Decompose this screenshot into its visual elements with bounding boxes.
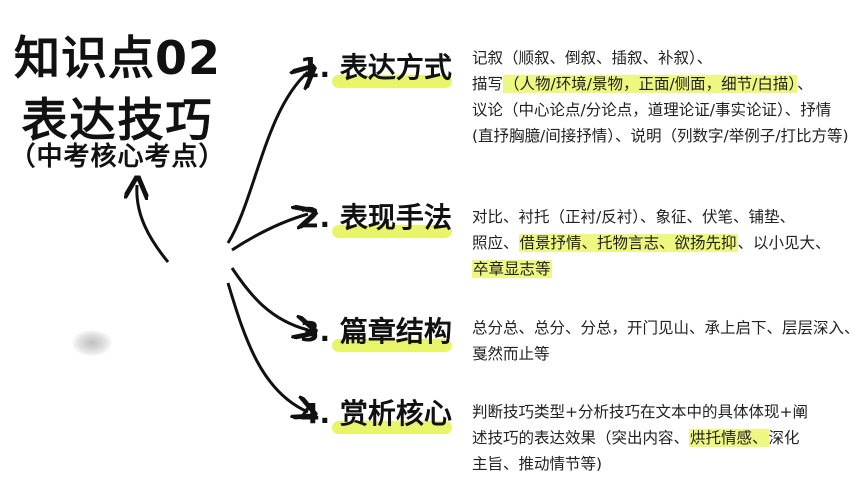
section-2-heading: 2. 表现手法	[300, 200, 452, 238]
body-text: (直抒胸臆/间接抒情）、说明（列数字/举例子/打比方等)	[472, 127, 849, 145]
section-4-heading: 4. 赏析核心	[300, 396, 452, 434]
body-text: 、	[797, 75, 813, 93]
section-1-body: 记叙（顺叙、倒叙、插叙、补叙）、描写（人物/环境/景物，正面/侧面，细节/白描）…	[472, 45, 857, 149]
title-line-3: （中考核心考点）	[9, 142, 226, 172]
body-line: 主旨、推动情节等)	[472, 451, 857, 477]
body-text: 照应、	[472, 234, 519, 252]
heading-highlight	[332, 339, 452, 352]
highlighted-text: （人物/环境/景物，正面/侧面，细节/白描）	[503, 75, 798, 93]
section-3-body: 总分总、总分、分总，开门见山、承上启下、层层深入、戛然而止等	[472, 315, 860, 367]
body-text: 总分总、总分、分总，开门见山、承上启下、层层深入、	[472, 319, 860, 337]
ink-smudge	[72, 330, 112, 356]
section-3-heading: 3. 篇章结构	[300, 314, 452, 352]
arrow-to-section-2	[231, 214, 308, 252]
highlighted-text: 借景抒情、托物言志、欲扬先抑	[518, 234, 738, 252]
body-line: 总分总、总分、分总，开门见山、承上启下、层层深入、	[472, 315, 860, 341]
arrow-to-section-3	[230, 267, 308, 330]
section-4-body: 判断技巧类型+分析技巧在文本中的具体体现+阐述技巧的表达效果（突出内容、烘托情感…	[472, 399, 857, 477]
arrow-to-section-1	[226, 72, 308, 244]
title-line-2: 表达技巧	[21, 93, 214, 147]
body-line: 对比、衬托（正衬/反衬）、象征、伏笔、铺垫、	[472, 204, 857, 230]
body-line: 记叙（顺叙、倒叙、插叙、补叙）、	[472, 45, 857, 71]
heading-highlight	[332, 421, 452, 434]
title-line-1: 知识点02	[13, 31, 221, 85]
section-1-heading: 1. 表达方式	[300, 50, 452, 88]
body-text: 判断技巧类型+分析技巧在文本中的具体体现+阐	[472, 403, 808, 421]
highlighted-text: 卒章显志等	[472, 260, 552, 278]
body-line: 述技巧的表达效果（突出内容、烘托情感、深化	[472, 425, 857, 451]
body-line: (直抒胸臆/间接抒情）、说明（列数字/举例子/打比方等)	[472, 123, 857, 149]
body-line: 判断技巧类型+分析技巧在文本中的具体体现+阐	[472, 399, 857, 425]
body-line: 议论（中心论点/分论点，道理论证/事实论证）、抒情	[472, 97, 857, 123]
section-2-body: 对比、衬托（正衬/反衬）、象征、伏笔、铺垫、照应、借景抒情、托物言志、欲扬先抑、…	[472, 204, 857, 282]
body-text: 议论（中心论点/分论点，道理论证/事实论证）、抒情	[472, 101, 832, 119]
highlighted-text: 烘托情感、	[689, 429, 769, 447]
body-text: 记叙（顺叙、倒叙、插叙、补叙）、	[472, 49, 713, 67]
body-line: 卒章显志等	[472, 256, 857, 282]
body-text: 深化	[768, 429, 800, 447]
body-text: 描写	[472, 75, 504, 93]
body-text: 对比、衬托（正衬/反衬）、象征、伏笔、铺垫、	[472, 208, 795, 226]
heading-highlight	[332, 75, 452, 88]
body-line: 照应、借景抒情、托物言志、欲扬先抑、以小见大、	[472, 230, 857, 256]
body-text: 主旨、推动情节等)	[472, 455, 603, 473]
arrow-to-title	[137, 185, 170, 263]
body-text: 述技巧的表达效果（突出内容、	[472, 429, 690, 447]
body-line: 描写（人物/环境/景物，正面/侧面，细节/白描）、	[472, 71, 857, 97]
arrow-to-section-4	[226, 282, 308, 412]
body-text: 戛然而止等	[472, 345, 550, 363]
heading-highlight	[332, 225, 452, 238]
body-line: 戛然而止等	[472, 341, 857, 367]
body-text: 、以小见大、	[737, 234, 831, 252]
